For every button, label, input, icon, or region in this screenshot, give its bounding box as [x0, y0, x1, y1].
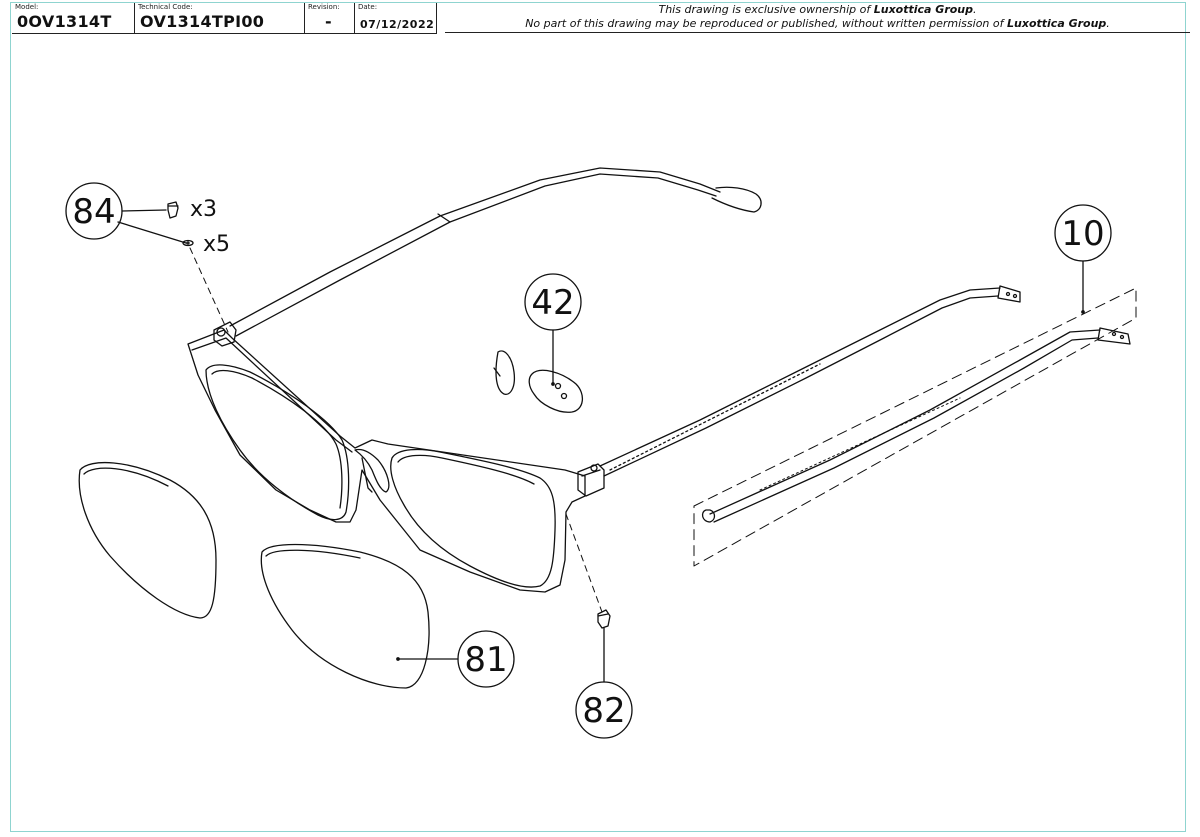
- right-hinge-screw: [590, 464, 598, 472]
- model-value: 0OV1314T: [17, 12, 112, 31]
- ownership-notice: This drawing is exclusive ownership of L…: [445, 3, 1190, 33]
- core-wire-part-10: [693, 287, 1137, 567]
- callout-42-number: 42: [531, 283, 574, 323]
- left-hinge-screw: [216, 327, 226, 337]
- notice-line-1: This drawing is exclusive ownership of L…: [445, 3, 1190, 17]
- revision-value: -: [325, 12, 332, 31]
- washer-84-hole: [186, 241, 190, 245]
- model-caption: Model:: [15, 3, 39, 11]
- nose-pads-part-42: [493, 350, 583, 413]
- callout-81: 81: [396, 630, 515, 688]
- screws-part-84: [167, 201, 194, 247]
- front-frame: [187, 321, 605, 593]
- date-cell: Date: 07/12/2022: [355, 3, 437, 33]
- left-temple: [229, 167, 762, 337]
- notice-line-2-owner: Luxottica Group: [1007, 17, 1107, 30]
- technical-code-value: OV1314TPI00: [140, 12, 265, 31]
- right-lens-opening: [390, 448, 556, 588]
- demo-lenses-part-81: [78, 462, 430, 689]
- callout-82-number: 82: [582, 691, 625, 731]
- right-temple: [599, 285, 1021, 477]
- notice-line-2-text: No part of this drawing may be reproduce…: [525, 17, 1008, 30]
- callout-42: 42: [524, 273, 582, 386]
- right-demo-lens: [260, 543, 430, 689]
- drawing-frame: [10, 2, 1186, 832]
- revision-cell: Revision: -: [305, 3, 355, 33]
- right-hinge: [577, 463, 605, 497]
- assembly-line-82: [565, 513, 603, 613]
- notice-line-1-end: .: [973, 3, 977, 16]
- callout-81-number: 81: [464, 640, 507, 680]
- nose-pad-right: [528, 369, 583, 413]
- assembly-line-84: [189, 247, 229, 333]
- callout-84-number: 84: [72, 192, 115, 232]
- date-caption: Date:: [358, 3, 378, 11]
- date-value: 07/12/2022: [360, 18, 435, 31]
- notice-line-2: No part of this drawing may be reproduce…: [445, 17, 1190, 31]
- callout-84-qty-screws: x3: [190, 197, 217, 222]
- screw-84: [167, 201, 179, 219]
- left-lens-opening: [205, 364, 350, 521]
- model-cell: Model: 0OV1314T: [12, 3, 135, 33]
- notice-line-1-text: This drawing is exclusive ownership of: [658, 3, 874, 16]
- callout-10: 10: [1054, 204, 1112, 314]
- technical-code-caption: Technical Code:: [138, 3, 193, 11]
- left-hinge: [213, 321, 237, 347]
- callout-84-qty-washers: x5: [203, 232, 230, 257]
- notice-line-1-owner: Luxottica Group: [873, 3, 974, 16]
- revision-caption: Revision:: [308, 3, 340, 11]
- technical-code-cell: Technical Code: OV1314TPI00: [135, 3, 305, 33]
- screw-part-82: [597, 609, 611, 629]
- notice-line-2-end: .: [1106, 17, 1110, 30]
- callout-82: 82: [575, 627, 633, 739]
- title-block: Model: 0OV1314T Technical Code: OV1314TP…: [12, 3, 437, 34]
- callout-84: 84 x3 x5: [65, 182, 230, 257]
- callout-10-number: 10: [1061, 214, 1104, 254]
- left-demo-lens: [78, 462, 217, 619]
- nose-pad-left: [495, 350, 516, 395]
- screw-82: [597, 609, 611, 629]
- washer-84: [182, 239, 194, 247]
